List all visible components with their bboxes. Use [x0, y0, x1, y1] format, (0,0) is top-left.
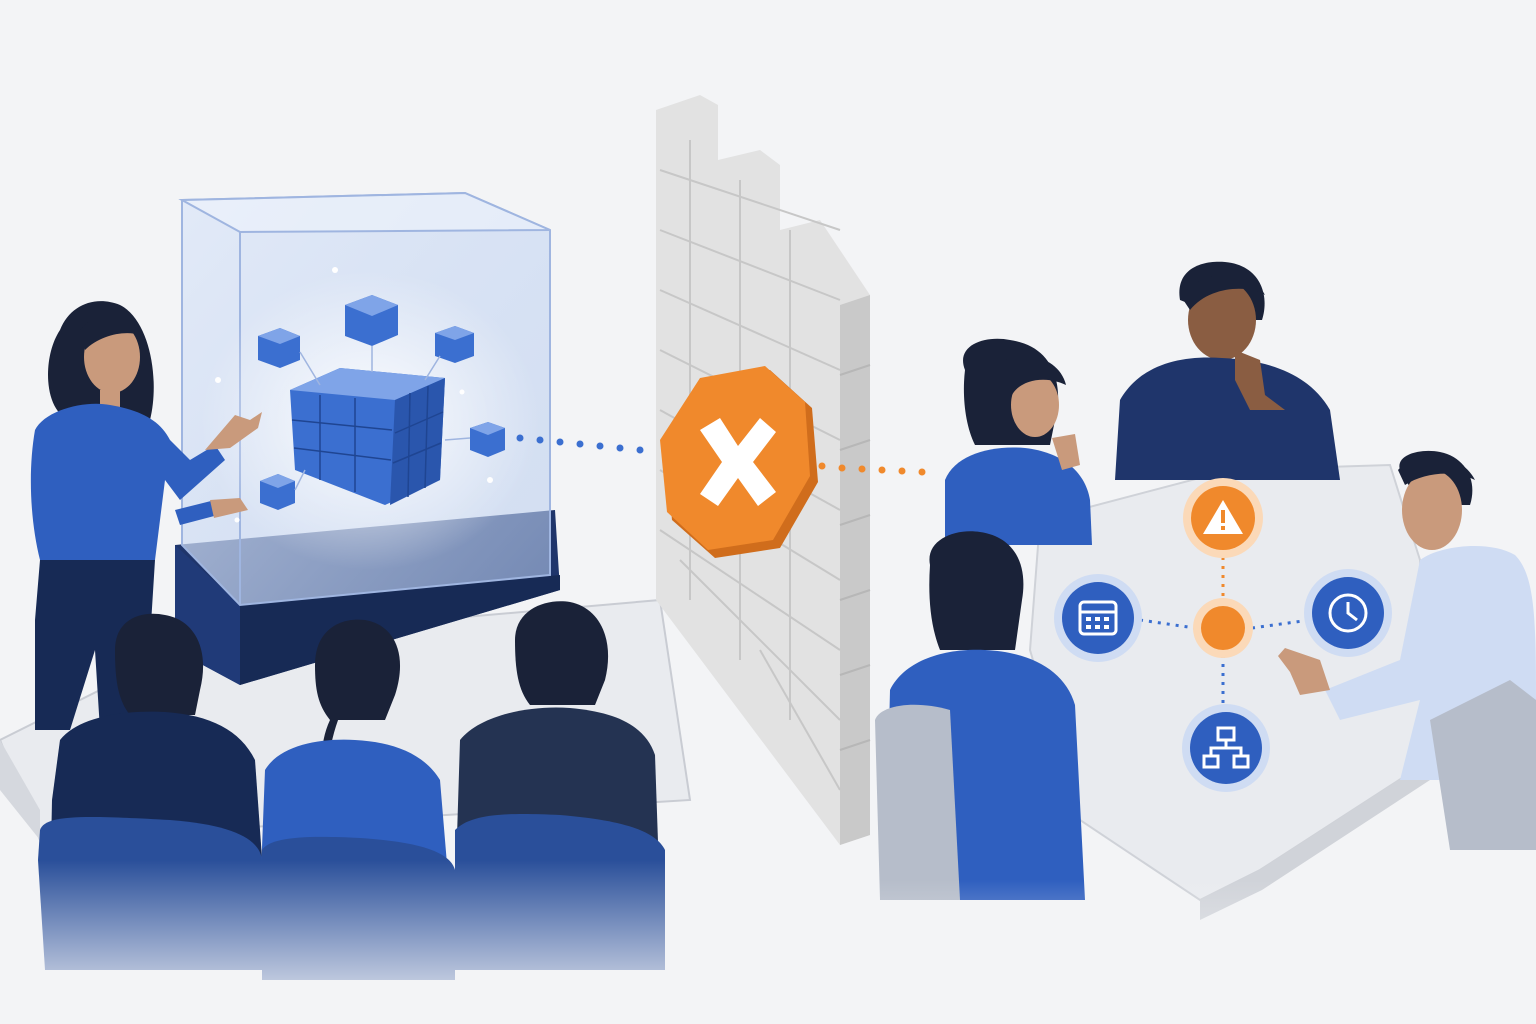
blocked-connection-line [516, 434, 644, 454]
chair [875, 704, 960, 900]
hierarchy-icon [1182, 704, 1270, 792]
hub-node-icon [1193, 598, 1253, 658]
thinking-woman [945, 338, 1092, 545]
chair [1430, 680, 1536, 850]
blocked-x-icon [660, 366, 818, 558]
small-cube [435, 326, 474, 363]
thinking-man [1115, 261, 1340, 480]
small-cube [345, 295, 398, 346]
data-cube-icon [215, 267, 505, 523]
small-cube [258, 328, 300, 368]
connection-line-orange [818, 462, 926, 476]
small-cube [470, 422, 505, 457]
warning-icon [1183, 478, 1263, 558]
network-diagram [1054, 478, 1392, 792]
calendar-icon [1054, 574, 1142, 662]
clock-icon [1304, 569, 1392, 657]
small-cube [260, 474, 295, 510]
